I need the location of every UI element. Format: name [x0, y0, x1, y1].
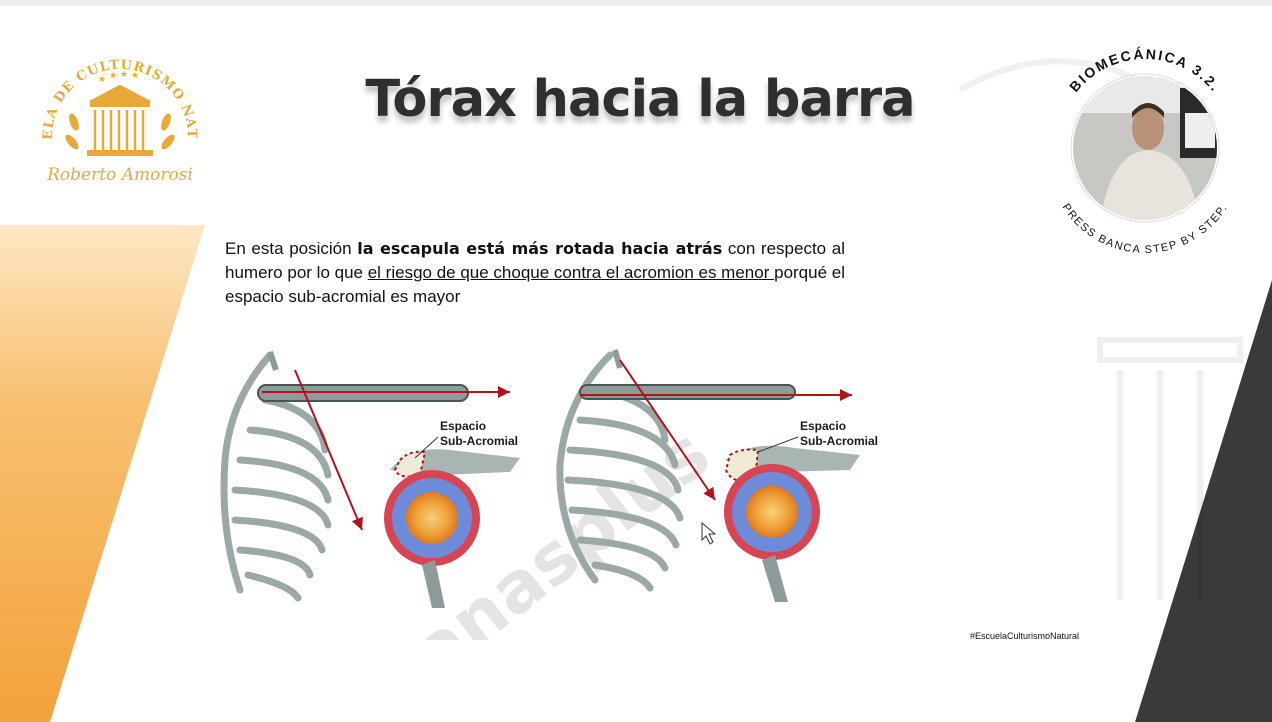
- right-label-leader: [757, 436, 799, 453]
- right-shoulder-joint: [724, 445, 860, 602]
- svg-text:★: ★: [109, 70, 117, 80]
- body-text-part5: porqué el espacio sub-acromial es mayor: [225, 263, 846, 306]
- body-text-part3: con respecto al humero por lo que: [225, 239, 846, 282]
- right-diagonal-arrow: [619, 359, 716, 501]
- laurel-icon: [65, 113, 175, 150]
- dark-wedge: [1135, 280, 1272, 722]
- svg-text:★: ★: [120, 69, 128, 79]
- school-logo: ESCUELA DE CULTURISMO NATURAL ★★★★ Rober…: [30, 42, 198, 185]
- anatomy-figure: Danasplus Espacio Sub-Acromial: [220, 349, 878, 640]
- right-label-line1: Espacio: [800, 419, 846, 433]
- svg-text:★: ★: [98, 74, 106, 84]
- left-label-line1: Espacio: [440, 419, 486, 433]
- logo-signature: Roberto Amorosi: [46, 165, 193, 185]
- right-vertebra: [612, 349, 623, 369]
- temple-icon: [87, 84, 153, 156]
- course-badge: BIOMECÁNICA 3.2. PRESS BANCA STEP BY STE…: [1060, 46, 1229, 256]
- left-vertebra: [267, 351, 279, 371]
- body-text-underlined: el riesgo de que choque contra el acromi…: [367, 263, 775, 282]
- left-label-line2: Sub-Acromial: [440, 434, 518, 448]
- mouse-cursor-icon: [701, 521, 717, 545]
- svg-text:★: ★: [131, 70, 139, 80]
- left-diagonal-arrow: [294, 369, 363, 531]
- right-label-line2: Sub-Acromial: [800, 434, 878, 448]
- left-ribcage: [220, 351, 332, 602]
- body-text-part1: En esta posición: [225, 239, 358, 258]
- left-label-leader: [414, 436, 439, 459]
- slide-body-text: En esta posición la escapula está más ro…: [225, 237, 845, 309]
- slide-title: Tórax hacia la barra: [365, 70, 915, 129]
- left-shoulder-joint: [384, 449, 520, 608]
- instructor-photo: [1073, 76, 1217, 220]
- orange-wedge: [0, 225, 205, 722]
- logo-stars-icon: ★★★★: [98, 69, 139, 84]
- body-text-bold: la escapula está más rotada hacia atrás: [357, 239, 723, 258]
- hashtag-text: #EscuelaCulturismoNatural: [970, 631, 1080, 641]
- top-border: [0, 0, 1272, 6]
- right-clavicle: [579, 384, 796, 400]
